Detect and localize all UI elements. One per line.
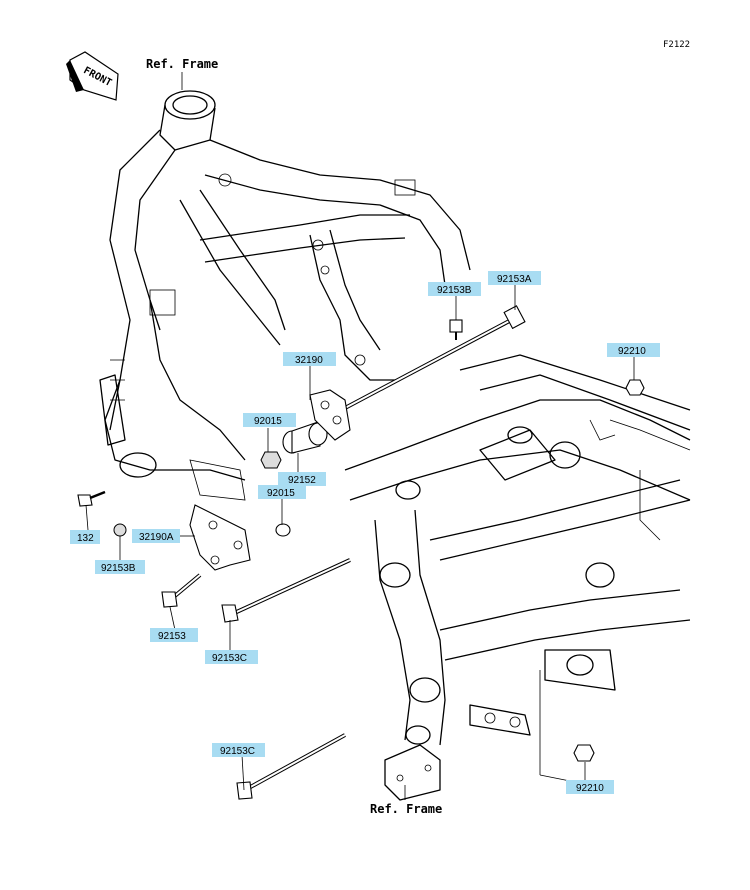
lower-frame-drawing — [344, 354, 691, 801]
svg-text:92153B: 92153B — [101, 563, 136, 574]
part-label-92153C-mid[interactable]: 92153C — [205, 650, 258, 664]
part-label-92153C-low[interactable]: 92153C — [212, 743, 265, 757]
bolt-132 — [77, 490, 106, 507]
bracket-32190A — [189, 504, 251, 571]
part-label-92153B-low[interactable]: 92153B — [95, 560, 145, 574]
svg-text:92153C: 92153C — [212, 653, 247, 664]
part-label-92152[interactable]: 92152 — [278, 472, 326, 486]
part-label-92153B-top[interactable]: 92153B — [428, 282, 481, 296]
ref-frame-bottom-label: Ref. Frame — [370, 802, 442, 816]
bracket-32190 — [309, 389, 351, 441]
svg-text:92153: 92153 — [158, 631, 186, 642]
nut-92210-low — [573, 744, 595, 762]
svg-text:132: 132 — [77, 533, 94, 544]
nut-92210-top — [625, 379, 645, 396]
part-label-92015-top[interactable]: 92015 — [243, 413, 296, 427]
ref-frame-top-label: Ref. Frame — [146, 57, 218, 71]
bolt-92153A — [344, 305, 526, 410]
front-arrow-icon: FRONT — [66, 51, 119, 101]
svg-text:92153B: 92153B — [437, 285, 472, 296]
bolt-92153B-top — [449, 319, 463, 340]
part-label-92153[interactable]: 92153 — [150, 628, 198, 642]
diagram-code: F2122 — [663, 40, 690, 50]
svg-text:92210: 92210 — [576, 783, 604, 794]
svg-text:32190: 32190 — [295, 355, 323, 366]
svg-text:92153C: 92153C — [220, 746, 255, 757]
collar-92152 — [282, 421, 328, 454]
washer-92015-mid — [275, 523, 291, 537]
upper-frame-drawing — [99, 90, 471, 501]
part-label-32190A[interactable]: 32190A — [132, 529, 180, 543]
svg-text:92015: 92015 — [254, 416, 282, 427]
svg-text:92015: 92015 — [267, 488, 295, 499]
part-label-92015-mid[interactable]: 92015 — [258, 485, 306, 499]
nut-92153B-low — [113, 523, 127, 537]
svg-text:92152: 92152 — [288, 475, 316, 486]
bolt-92153C-mid — [221, 558, 351, 623]
part-label-92210-low[interactable]: 92210 — [566, 780, 614, 794]
part-label-92153A[interactable]: 92153A — [488, 271, 541, 285]
svg-text:92210: 92210 — [618, 346, 646, 357]
bolt-92153C-low — [236, 733, 346, 800]
part-label-32190[interactable]: 32190 — [283, 352, 336, 366]
leader-lines — [85, 285, 635, 800]
svg-text:92153A: 92153A — [497, 274, 532, 285]
part-label-92210-top[interactable]: 92210 — [607, 343, 660, 357]
nut-92015-top — [260, 451, 282, 469]
bolt-92153 — [161, 573, 202, 608]
svg-text:32190A: 32190A — [139, 532, 174, 543]
part-label-132[interactable]: 132 — [70, 530, 100, 544]
